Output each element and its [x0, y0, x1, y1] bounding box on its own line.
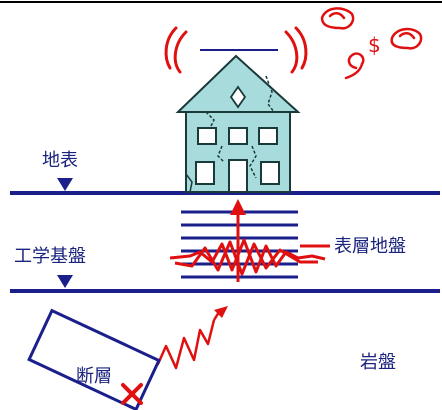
- fault-wave-arrowhead-icon: [214, 306, 228, 318]
- bedrock-label: 岩盤: [360, 352, 396, 373]
- shake-lines: [164, 26, 308, 74]
- surface-layer-label: 表層地盤: [334, 236, 406, 257]
- money-wings-icon: [320, 7, 423, 80]
- amplified-seismic-wave: [169, 238, 326, 276]
- engineering-bedrock-marker-icon: [57, 275, 73, 288]
- dollar-symbol: $: [368, 33, 381, 57]
- house-icon: [175, 54, 301, 193]
- ground-surface-label: 地表: [42, 150, 78, 171]
- upward-propagation-arrow: [230, 199, 246, 282]
- fault-block-icon: [27, 308, 161, 410]
- ground-surface-marker-icon: [57, 178, 73, 191]
- fault-label: 断層: [76, 366, 112, 387]
- hypocenter-x-icon: [121, 383, 143, 405]
- engineering-bedrock-label: 工学基盤: [14, 246, 86, 267]
